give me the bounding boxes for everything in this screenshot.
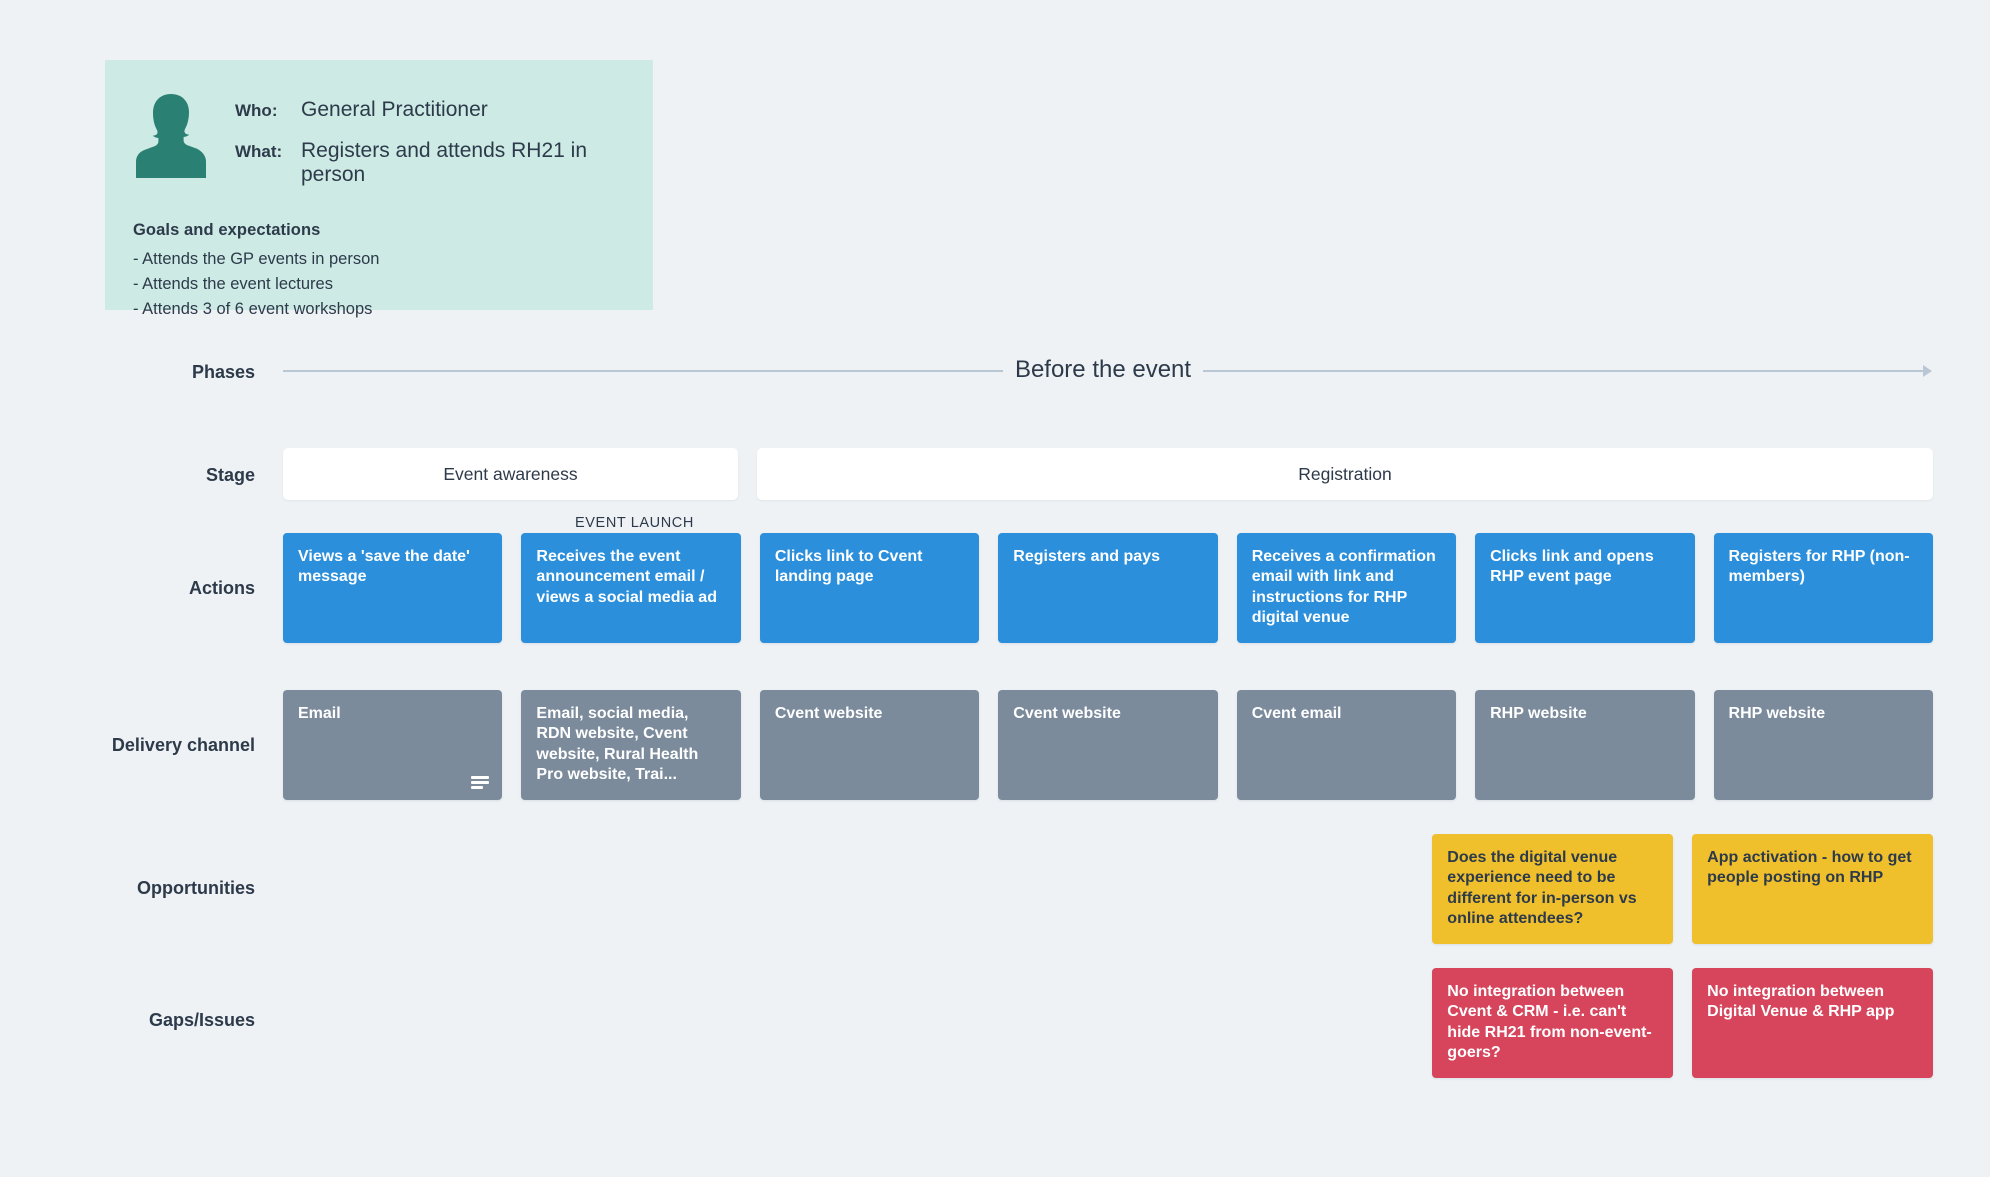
phase-label: Before the event: [1014, 356, 1192, 383]
action-card[interactable]: Registers and pays: [998, 533, 1218, 643]
channel-card[interactable]: Cvent website: [759, 690, 980, 800]
phase-line-right: [1203, 370, 1923, 372]
channel-card-text: Cvent website: [774, 705, 883, 722]
opportunity-slot-empty: [283, 834, 494, 944]
persona-header: Who: General Practitioner What: Register…: [133, 86, 625, 187]
gap-slot-empty: [973, 968, 1184, 1078]
gap-slot-empty: [1202, 968, 1413, 1078]
goal-item: - Attends the event lectures: [133, 275, 333, 293]
action-card[interactable]: Views a 'save the date' message: [283, 533, 503, 643]
row-label-gaps-issues: Gaps/Issues: [148, 1010, 255, 1030]
channel-card[interactable]: RHP website: [1713, 690, 1933, 800]
phase-track: Before the event: [283, 356, 1932, 383]
persona-what-value: Registers and attends RH21 in person: [301, 139, 587, 186]
persona-card: Who: General Practitioner What: Register…: [105, 60, 653, 318]
channel-card-text: Cvent website: [1013, 705, 1121, 722]
gap-card-text: No integration between Cvent & CRM - i.e…: [1447, 983, 1652, 1062]
channel-card-text: Cvent email: [1251, 705, 1342, 722]
persona-fields: Who: General Practitioner What: Register…: [235, 86, 625, 187]
opportunity-slot-empty: [973, 834, 1184, 944]
channel-card[interactable]: Email, social media, RDN website, Cvent …: [521, 690, 741, 800]
gap-card[interactable]: No integration between Digital Venue & R…: [1692, 968, 1934, 1078]
phase-line-left: [283, 370, 1003, 372]
action-card[interactable]: Clicks link and opens RHP event page: [1475, 533, 1695, 643]
channel-card-text: Email: [298, 705, 341, 722]
action-card[interactable]: Receives a confirmation email with link …: [1236, 533, 1457, 643]
stage-box-registration[interactable]: Registration: [757, 448, 1933, 500]
opportunity-card-text: App activation - how to get people posti…: [1707, 849, 1912, 887]
opportunity-card-text: Does the digital venue experience need t…: [1447, 849, 1637, 928]
list-icon[interactable]: [471, 776, 490, 789]
goals-list: - Attends the GP events in person - Atte…: [133, 250, 625, 319]
persona-who-value: General Practitioner: [301, 98, 488, 121]
action-card-text: Receives a confirmation email with link …: [1251, 548, 1436, 627]
channel-card[interactable]: RHP website: [1475, 690, 1695, 800]
delivery-channel-row: Email Email, social media, RDN website, …: [283, 690, 1933, 800]
stage-box-event-awareness[interactable]: Event awareness: [283, 448, 738, 500]
gap-card[interactable]: No integration between Cvent & CRM - i.e…: [1432, 968, 1674, 1078]
opportunity-card[interactable]: Does the digital venue experience need t…: [1432, 834, 1674, 944]
phase-arrow-icon: [1923, 365, 1932, 377]
action-card-text: Registers for RHP (non-members): [1728, 548, 1910, 586]
row-label-actions: Actions: [188, 578, 255, 598]
action-card-text: Clicks link to Cvent landing page: [774, 548, 923, 586]
channel-card[interactable]: Cvent website: [998, 690, 1218, 800]
stage-label: Event awareness: [443, 463, 578, 484]
action-card[interactable]: Registers for RHP (non-members): [1713, 533, 1933, 643]
goal-item: - Attends 3 of 6 event workshops: [133, 300, 373, 318]
opportunity-slot-empty: [743, 834, 954, 944]
milestone-event-launch: EVENT LAUNCH: [575, 515, 694, 531]
channel-card[interactable]: Email: [283, 690, 503, 800]
opportunity-slot-empty: [1202, 834, 1413, 944]
row-label-delivery-channel: Delivery channel: [111, 735, 255, 755]
goals-title: Goals and expectations: [133, 221, 321, 239]
opportunity-card[interactable]: App activation - how to get people posti…: [1692, 834, 1934, 944]
opportunity-slot-empty: [513, 834, 724, 944]
action-card-text: Registers and pays: [1013, 548, 1160, 565]
row-label-opportunities: Opportunities: [137, 878, 255, 898]
action-card-text: Receives the event announcement email / …: [536, 548, 717, 606]
channel-card-text: RHP website: [1728, 705, 1826, 722]
channel-card[interactable]: Cvent email: [1236, 690, 1457, 800]
persona-what-row: What: Registers and attends RH21 in pers…: [235, 139, 625, 187]
persona-who-label: Who:: [235, 101, 278, 120]
row-label-phases: Phases: [191, 362, 255, 382]
opportunities-row: Does the digital venue experience need t…: [283, 834, 1934, 944]
person-avatar-icon: [133, 90, 209, 178]
channel-card-text: Email, social media, RDN website, Cvent …: [536, 705, 699, 784]
persona-what-label: What:: [235, 142, 283, 161]
channel-card-text: RHP website: [1490, 705, 1587, 722]
action-card[interactable]: Clicks link to Cvent landing page: [759, 533, 980, 643]
action-card[interactable]: Receives the event announcement email / …: [521, 533, 741, 643]
gap-slot-empty: [283, 968, 494, 1078]
persona-who-row: Who: General Practitioner: [235, 98, 625, 122]
action-card-text: Clicks link and opens RHP event page: [1490, 548, 1654, 586]
gap-slot-empty: [513, 968, 724, 1078]
stage-label: Registration: [1298, 463, 1392, 484]
gap-slot-empty: [743, 968, 954, 1078]
action-card-text: Views a 'save the date' message: [298, 548, 470, 586]
gaps-issues-row: No integration between Cvent & CRM - i.e…: [283, 968, 1934, 1078]
stage-row: Event awareness Registration: [283, 448, 1933, 500]
goal-item: - Attends the GP events in person: [133, 250, 380, 268]
gap-card-text: No integration between Digital Venue & R…: [1707, 983, 1895, 1021]
row-label-stage: Stage: [205, 465, 255, 485]
actions-row: Views a 'save the date' message Receives…: [283, 533, 1933, 643]
